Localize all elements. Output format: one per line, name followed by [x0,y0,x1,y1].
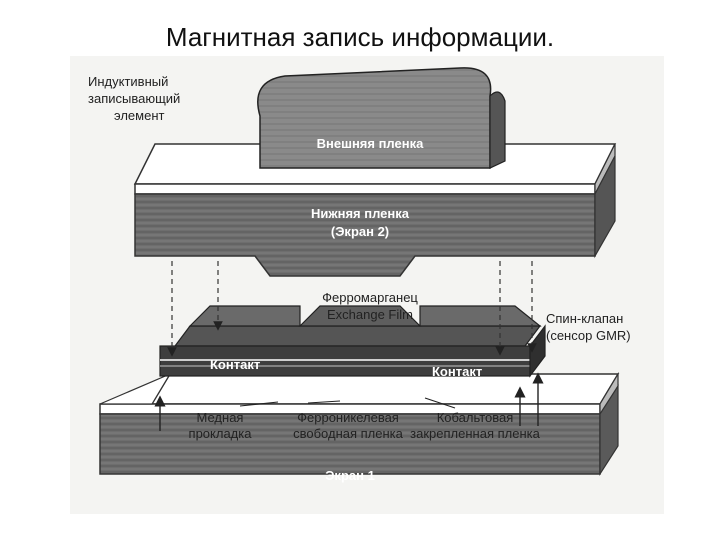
free-film-label-1: Ферроникелевая [297,410,399,425]
exchange-film-label-1: Ферромарганец [322,290,418,305]
alignment-dashes [167,261,537,357]
up-arrows [154,372,544,431]
spin-valve-label-2: (сенсор GMR) [546,328,631,343]
copper-spacer-label-2: прокладка [189,426,253,441]
inductive-label-2: записывающий [88,91,180,106]
outer-film-block [257,67,506,169]
inductive-label-1: Индуктивный [88,74,168,89]
contact-right-label: Контакт [432,364,482,379]
pinned-film-label-1: Кобальтовая [437,410,514,425]
spin-valve-label-1: Спин-клапан [546,311,623,326]
free-film-label-2: свободная пленка [293,426,404,441]
screen-1-label: Экран 1 [325,468,375,483]
page-title: Магнитная запись информации. [165,22,555,52]
gmr-head-diagram: Экран 1 Контакт Контакт Нижняя пленка (Э… [70,56,664,514]
outer-film-label: Внешняя пленка [317,136,424,151]
lower-film-label-1: Нижняя пленка [311,206,410,221]
inductive-label-3: элемент [114,108,165,123]
contact-left-label: Контакт [210,357,260,372]
screen-1-slab [99,371,620,477]
leader-lines [239,397,456,409]
copper-spacer-label-1: Медная [197,410,244,425]
lower-film-label-2: (Экран 2) [331,224,389,239]
exchange-film-label-2: Exchange Film [327,307,413,322]
pinned-film-label-2: закрепленная пленка [410,426,540,441]
spin-valve-stack [159,305,546,378]
